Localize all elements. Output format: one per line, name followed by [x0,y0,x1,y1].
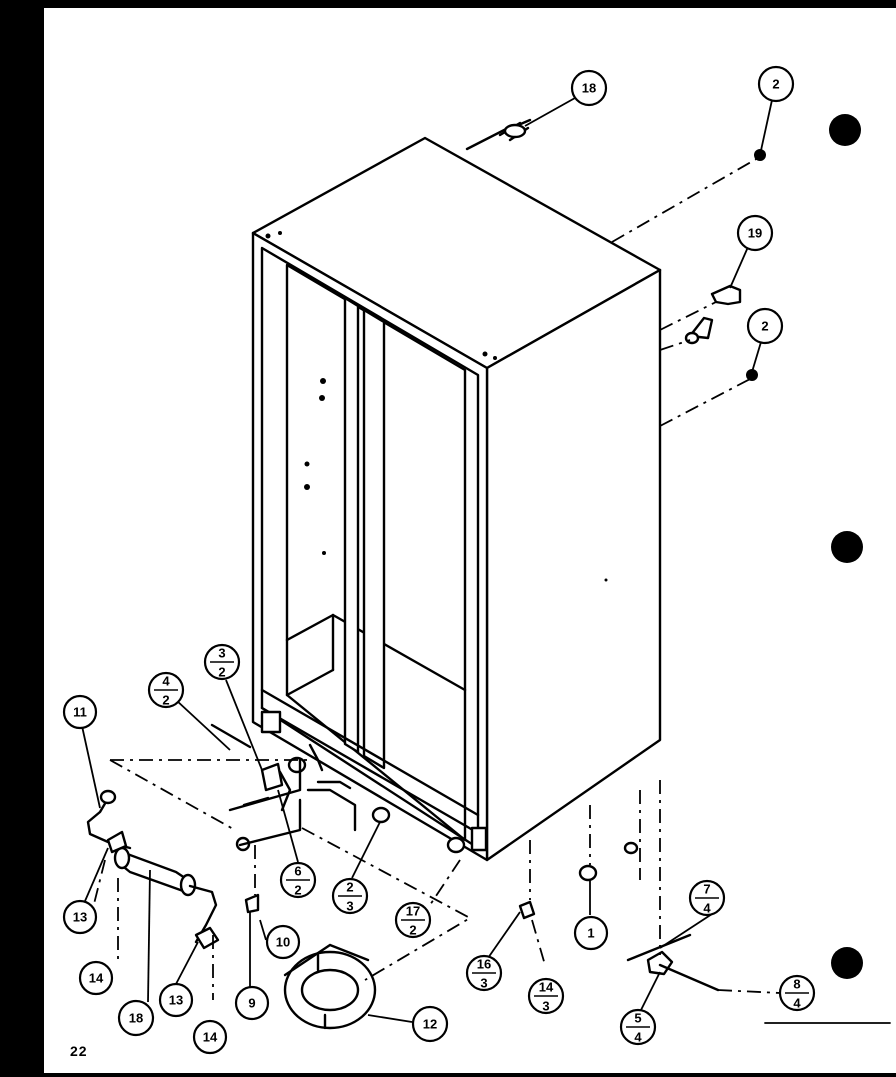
callout-1: 1 [573,915,609,951]
callout-12: 12 [411,1005,449,1043]
valve-tubing [228,743,357,847]
svg-text:2: 2 [409,923,416,938]
svg-text:3: 3 [480,976,487,991]
svg-text:16: 16 [477,957,491,972]
svg-text:2: 2 [772,77,779,92]
svg-text:12: 12 [423,1017,437,1032]
callout-10: 10 [265,924,301,960]
callout-6-2: 6 2 [279,861,317,899]
svg-text:13: 13 [73,910,87,925]
callout-8-4: 8 4 [778,974,816,1012]
leader-lines [81,97,773,1023]
refrigerator-cabinet [251,126,662,862]
svg-text:6: 6 [294,864,301,879]
callout-13-right: 13 [158,982,194,1018]
callout-11: 11 [62,694,98,730]
callout-4-2: 4 2 [147,671,185,709]
callout-18-top: 18 [570,69,608,107]
svg-text:4: 4 [703,901,711,916]
svg-text:2: 2 [294,883,301,898]
callout-7-4: 7 4 [688,879,726,917]
svg-text:18: 18 [582,81,596,96]
binder-hole [831,531,863,563]
svg-text:2: 2 [218,665,225,680]
callout-2-mid: 2 [746,307,784,345]
callout-14-right: 14 [192,1019,228,1055]
svg-text:14: 14 [89,971,104,986]
callout-13-left: 13 [62,899,98,935]
callout-5-4: 5 4 [619,1008,657,1046]
svg-text:19: 19 [748,226,762,241]
callout-14-3: 14 3 [527,977,565,1015]
svg-text:2: 2 [761,319,768,334]
svg-text:4: 4 [634,1030,642,1045]
drain-pan [283,943,377,1030]
svg-text:17: 17 [406,904,420,919]
svg-text:4: 4 [162,674,170,689]
svg-text:4: 4 [793,996,801,1011]
svg-text:3: 3 [346,899,353,914]
svg-text:5: 5 [634,1011,641,1026]
callout-3-2: 3 2 [203,643,241,681]
svg-text:13: 13 [169,993,183,1008]
svg-text:2: 2 [346,880,353,895]
svg-text:14: 14 [539,980,554,995]
svg-text:7: 7 [703,882,710,897]
page-number: 22 [70,1043,88,1059]
svg-text:18: 18 [129,1011,143,1026]
svg-text:3: 3 [218,646,225,661]
callout-9: 9 [234,985,270,1021]
svg-text:8: 8 [793,977,800,992]
callout-2-3: 2 3 [331,877,369,915]
svg-text:9: 9 [248,996,255,1011]
binder-hole [831,947,863,979]
water-tube-assembly [86,789,220,950]
callout-19: 19 [736,214,774,252]
svg-text:3: 3 [542,999,549,1014]
callout-2-top: 2 [757,65,795,103]
hardware-parts [210,118,766,992]
svg-text:14: 14 [203,1030,218,1045]
callout-17-2: 17 2 [394,901,432,939]
callout-14-left: 14 [78,960,114,996]
svg-text:11: 11 [73,705,87,720]
svg-text:2: 2 [162,693,169,708]
callout-16-3: 16 3 [465,954,503,992]
svg-text:10: 10 [276,935,290,950]
binder-hole [829,114,861,146]
callout-18-bottom: 18 [117,999,155,1037]
phantom-lines [89,157,781,1000]
svg-text:1: 1 [587,926,594,941]
